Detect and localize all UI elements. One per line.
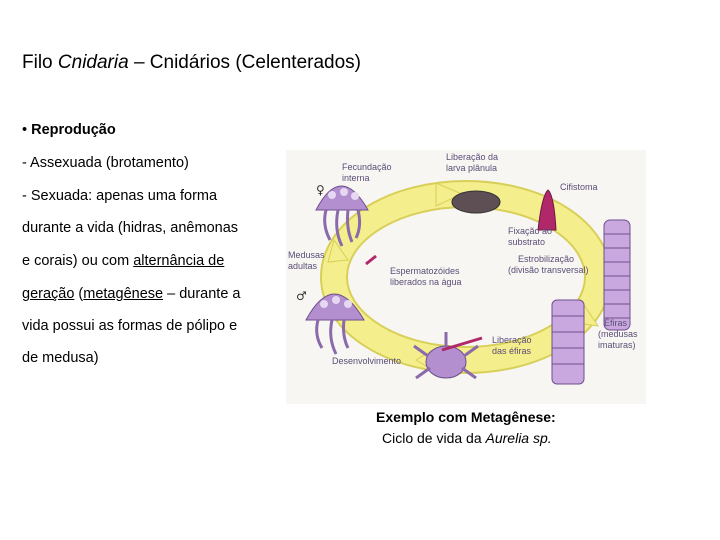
text-line-1: - Assexuada (brotamento)	[22, 155, 189, 171]
strobila	[603, 219, 631, 331]
label-medusas: Medusas	[288, 250, 325, 260]
ephyrae	[551, 299, 585, 385]
label-liberacao: Liberação	[492, 335, 532, 345]
text-line-2: - Sexuada: apenas uma forma	[22, 188, 218, 204]
text-line-4: e corais) ou com alternância de	[22, 253, 225, 269]
label-medusas-imaturas-1: (medusas	[598, 329, 638, 339]
text-line-3: durante a vida (hidras, anêmonas	[22, 220, 239, 236]
caption-line-2: Ciclo de vida da Aurelia sp.	[382, 430, 552, 446]
page-title: Filo Cnidaria – Cnidários (Celenterados)	[22, 52, 362, 73]
developing-polyp	[413, 332, 479, 380]
label-divisao-transversal: (divisão transversal)	[508, 265, 589, 275]
label-fixacao: Fixação ao	[508, 226, 552, 236]
label-substrato: substrato	[508, 237, 545, 247]
male-symbol-icon: ♂	[296, 289, 307, 303]
cycle-arrow-left	[327, 238, 349, 263]
cifistoma-polyp	[537, 189, 557, 231]
text-line-7: de medusa)	[22, 350, 99, 366]
female-symbol-icon: ♀	[316, 183, 325, 197]
label-efiras: Éfiras	[604, 318, 628, 328]
aurelia-life-cycle-diagram: Fecundação interna Liberação da larva pl…	[286, 150, 646, 404]
pink-arrow-sperm	[365, 254, 377, 266]
figure-caption: Exemplo com Metagênese: Ciclo de vida da…	[376, 407, 556, 449]
label-das-efiras: das éfiras	[492, 346, 532, 356]
pink-arrow-release	[441, 336, 483, 352]
female-medusa	[315, 185, 369, 247]
male-medusa	[305, 293, 365, 355]
label-fecundacao-interna: interna	[342, 173, 370, 183]
label-liberados-agua: liberados na água	[390, 277, 462, 287]
label-estrobilizacao: Estrobilização	[518, 254, 574, 264]
label-desenvolvimento: Desenvolvimento	[332, 356, 401, 366]
label-fecundacao: Fecundação	[342, 162, 392, 172]
label-medusas-imaturas-2: imaturas)	[598, 340, 636, 350]
label-espermatozoides: Espermatozóides	[390, 266, 460, 276]
bullet-reproducao: • Reprodução	[22, 122, 116, 138]
label-liberacao-larva: Liberação da	[446, 152, 498, 162]
text-line-5: geração (metagênese – durante a	[22, 286, 241, 302]
label-adultas: adultas	[288, 261, 318, 271]
label-cifistoma: Cifistoma	[560, 182, 598, 192]
cycle-arrow-top	[435, 182, 464, 207]
planula-larva	[451, 190, 501, 214]
caption-line-1: Exemplo com Metagênese:	[376, 409, 556, 425]
label-larva-planula: larva plânula	[446, 163, 497, 173]
text-line-6: vida possui as formas de pólipo e	[22, 318, 238, 334]
